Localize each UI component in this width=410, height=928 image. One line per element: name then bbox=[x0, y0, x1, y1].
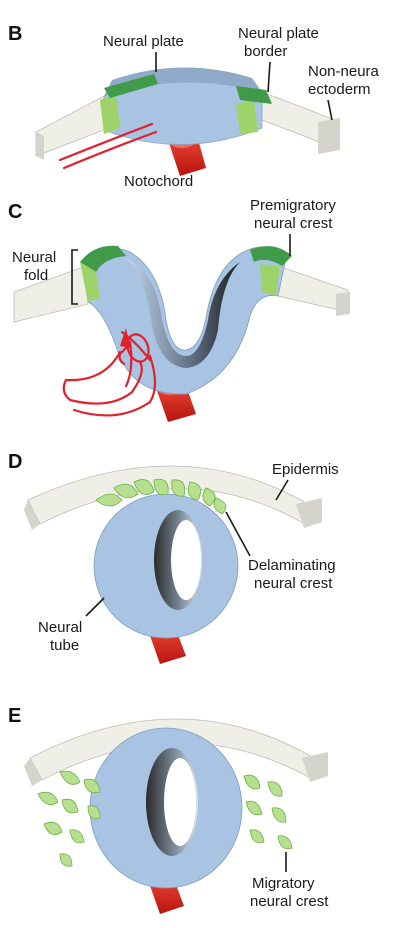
ectoderm-left-c bbox=[13, 265, 89, 323]
label-notochord: Notochord bbox=[124, 173, 193, 190]
panel-e-letter: E bbox=[8, 705, 21, 727]
panel-e: E bbox=[8, 705, 329, 914]
label-delaminating-1: Delaminating bbox=[248, 557, 336, 574]
neural-plate-border-right bbox=[236, 86, 272, 134]
label-delaminating-2: neural crest bbox=[254, 575, 333, 592]
neural-plate-border-left bbox=[100, 74, 158, 134]
label-non-neural-ectoderm-1: Non-neura bbox=[308, 63, 380, 80]
premigratory-crest-right bbox=[250, 246, 292, 296]
panel-c: C bbox=[8, 197, 350, 422]
panel-d: D Epidermis Delaminat bbox=[8, 451, 339, 664]
label-neural-plate-border-2: border bbox=[244, 43, 287, 60]
migratory-crest-right bbox=[243, 774, 293, 850]
annotation-scribble-c bbox=[62, 330, 157, 417]
label-migratory-2: neural crest bbox=[250, 893, 329, 910]
panel-c-letter: C bbox=[8, 201, 22, 223]
neural-tube-d bbox=[93, 493, 239, 639]
premigratory-crest-left bbox=[80, 245, 126, 302]
label-neural-plate: Neural plate bbox=[103, 33, 184, 50]
neural-tube-e bbox=[89, 727, 243, 889]
panel-b-letter: B bbox=[8, 23, 22, 45]
label-epidermis: Epidermis bbox=[272, 461, 339, 478]
label-neural-fold-1: Neural bbox=[12, 249, 56, 266]
label-neural-fold-2: fold bbox=[24, 267, 48, 284]
migratory-crest-left bbox=[37, 770, 101, 867]
label-neural-tube-1: Neural bbox=[38, 619, 82, 636]
label-migratory-1: Migratory bbox=[252, 875, 315, 892]
label-premigratory-1: Premigratory bbox=[250, 197, 336, 214]
delaminating-crest-cells bbox=[95, 478, 227, 515]
neural-fold-tissue bbox=[81, 246, 287, 395]
label-neural-tube-2: tube bbox=[50, 637, 79, 654]
label-neural-plate-border-1: Neural plate bbox=[238, 25, 319, 42]
panel-b: B Neural plate Neural plate border bbox=[8, 23, 380, 190]
panel-d-letter: D bbox=[8, 451, 22, 473]
label-premigratory-2: neural crest bbox=[254, 215, 333, 232]
label-non-neural-ectoderm-2: ectoderm bbox=[308, 81, 371, 98]
annotation-stroke-b bbox=[58, 122, 158, 170]
